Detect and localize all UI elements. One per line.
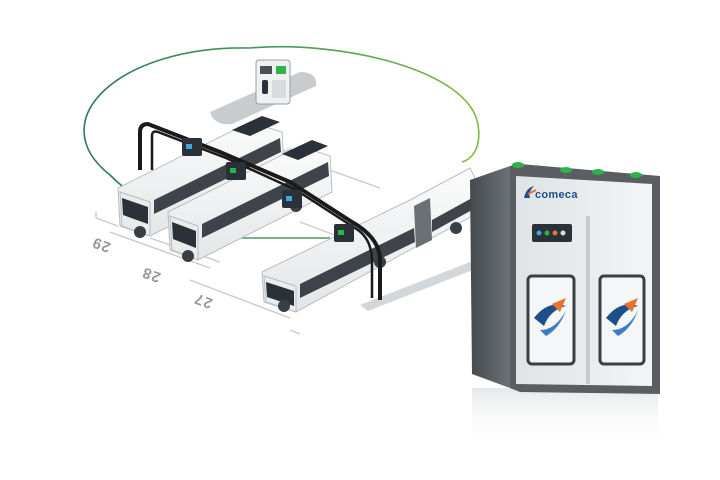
bus-28-icon: [167, 140, 333, 262]
articulated-bus-27-icon: [261, 167, 477, 313]
bus-29-icon: [117, 116, 285, 238]
cabinet-brand-label: comeca: [535, 189, 578, 201]
charging-cabinet-icon: [470, 162, 660, 394]
wallbox-charger-icon: [210, 59, 317, 125]
cabinet-reflection: [472, 388, 658, 448]
pantograph-chargers: [182, 138, 354, 242]
pantograph-cable: [138, 122, 382, 300]
